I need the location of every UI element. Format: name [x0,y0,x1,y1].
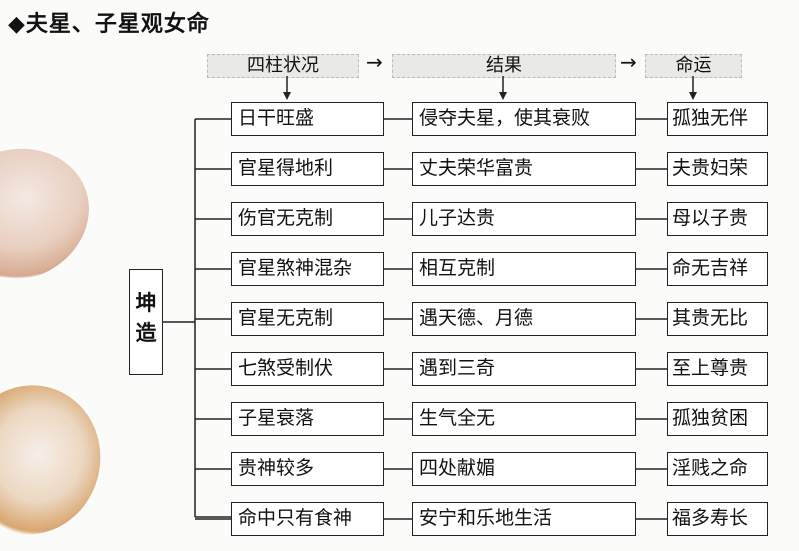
result-box: 侵夺夫星，使其衰败 [412,102,636,136]
header-arrow: → [620,50,637,74]
root-node: 坤造 [129,269,163,375]
condition-box: 七煞受制伏 [231,352,384,386]
condition-box: 贵神较多 [231,452,384,486]
condition-box: 子星衰落 [231,402,384,436]
condition-box: 日干旺盛 [231,102,384,136]
page-title: ◆夫星、子星观女命 [8,12,210,37]
header-arrow: → [366,50,383,74]
fate-box: 淫贱之命 [667,452,768,486]
fate-box: 命无吉祥 [667,252,768,286]
fate-box: 夫贵妇荣 [667,152,768,186]
fate-box: 孤独无伴 [667,102,768,136]
condition-box: 命中只有食神 [231,502,384,536]
result-box: 丈夫荣华富贵 [412,152,636,186]
fate-box: 其贵无比 [667,302,768,336]
fate-box: 孤独贫困 [667,402,768,436]
result-box: 相互克制 [412,252,636,286]
condition-box: 官星无克制 [231,302,384,336]
result-box: 遇到三奇 [412,352,636,386]
header-result: 结果 [392,54,616,78]
fate-box: 母以子贵 [667,202,768,236]
result-box: 四处献媚 [412,452,636,486]
fate-box: 至上尊贵 [667,352,768,386]
result-box: 遇天德、月德 [412,302,636,336]
result-box: 儿子达贵 [412,202,636,236]
header-conditions: 四柱状况 [207,54,359,78]
condition-box: 官星煞神混杂 [231,252,384,286]
condition-box: 伤官无克制 [231,202,384,236]
fate-box: 福多寿长 [667,502,768,536]
result-box: 生气全无 [412,402,636,436]
condition-box: 官星得地利 [231,152,384,186]
result-box: 安宁和乐地生活 [412,502,636,536]
header-fate: 命运 [645,54,742,78]
